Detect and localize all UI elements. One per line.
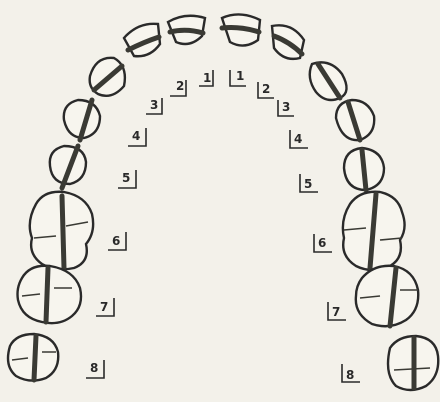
tooth-ur-4 (64, 100, 100, 140)
tooth-ur-5 (50, 146, 86, 188)
svg-text:6: 6 (112, 234, 120, 248)
tooth-ur-6 (30, 192, 93, 270)
svg-text:8: 8 (90, 361, 98, 375)
svg-text:1: 1 (203, 71, 211, 85)
label-ur-2: 2 (170, 79, 186, 96)
label-ur-6: 6 (108, 232, 126, 250)
tooth-ur-1 (168, 16, 205, 44)
svg-text:2: 2 (176, 79, 184, 93)
label-ur-4: 4 (128, 128, 146, 146)
svg-text:7: 7 (100, 300, 108, 314)
tooth-ul-7 (356, 266, 418, 327)
label-ur-7: 7 (96, 298, 114, 316)
tooth-ul-5 (344, 148, 384, 190)
tooth-ur-7 (18, 266, 82, 323)
label-ul-7: 7 (328, 302, 346, 320)
label-ur-3: 3 (146, 98, 162, 114)
tooth-ul-3 (310, 62, 347, 100)
label-ul-1: 1 (230, 69, 246, 86)
tooth-ur-2 (124, 24, 160, 56)
label-ul-3: 3 (278, 100, 294, 116)
tooth-ul-4 (336, 100, 374, 140)
svg-text:3: 3 (150, 98, 158, 112)
svg-text:8: 8 (346, 368, 354, 382)
tooth-ul-1 (222, 14, 260, 45)
tooth-ur-8 (8, 334, 58, 381)
svg-text:4: 4 (294, 132, 302, 146)
tooth-ur-3 (90, 58, 125, 96)
label-ul-4: 4 (290, 130, 308, 148)
tooth-ul-6 (343, 192, 405, 270)
label-ur-1: 1 (199, 70, 213, 86)
svg-text:7: 7 (332, 305, 340, 319)
label-ul-6: 6 (314, 234, 332, 252)
svg-text:3: 3 (282, 100, 290, 114)
svg-text:1: 1 (236, 69, 244, 83)
label-ul-5: 5 (300, 174, 318, 192)
tooth-ul-8 (388, 336, 438, 390)
label-ur-5: 5 (118, 170, 136, 188)
label-ul-2: 2 (258, 82, 274, 98)
svg-text:5: 5 (304, 177, 312, 191)
svg-text:2: 2 (262, 82, 270, 96)
label-ul-8: 8 (342, 364, 360, 382)
svg-text:4: 4 (132, 129, 140, 143)
tooth-ul-2 (272, 25, 304, 59)
svg-text:5: 5 (122, 171, 130, 185)
svg-text:6: 6 (318, 236, 326, 250)
label-ur-8: 8 (86, 360, 104, 378)
